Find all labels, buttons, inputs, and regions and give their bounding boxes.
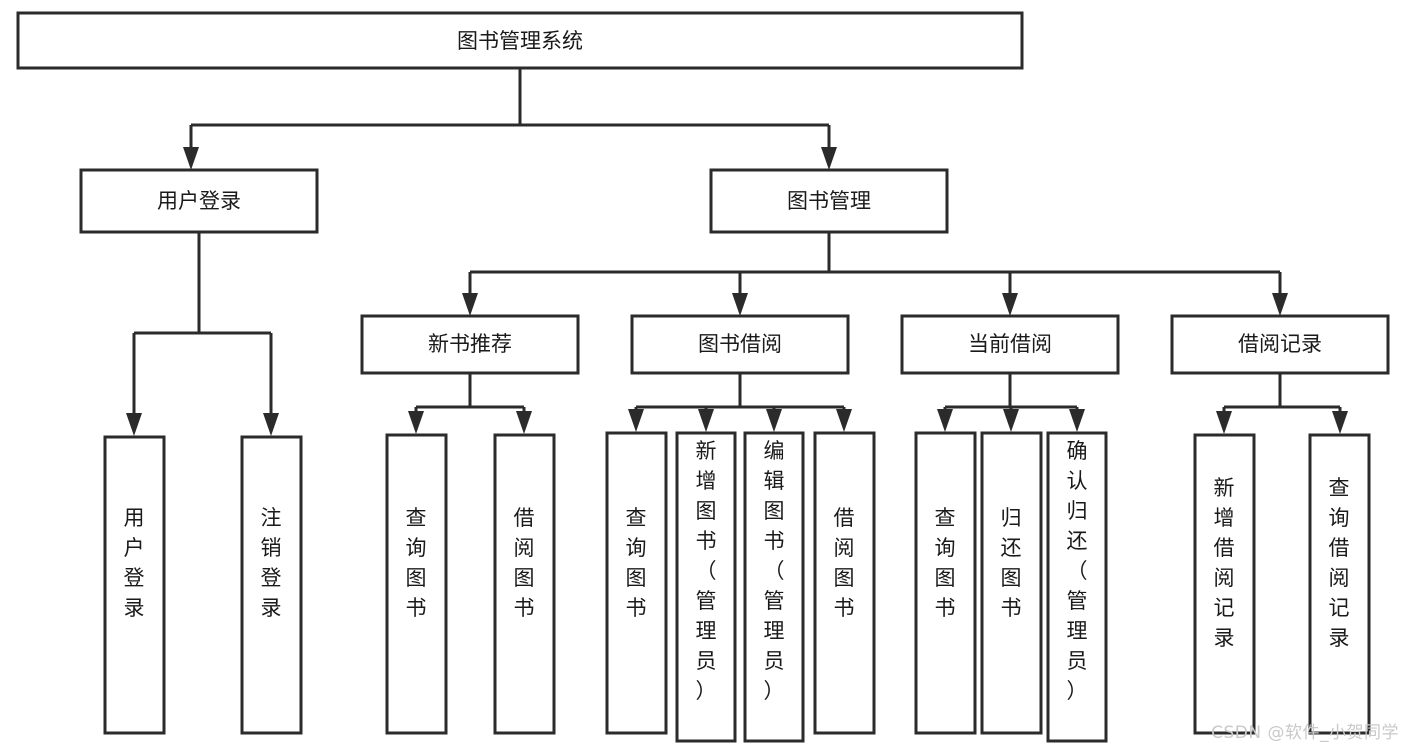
node-root[interactable]: 图书管理系统 [16, 11, 1024, 70]
leaf-user-login-box[interactable] [103, 435, 166, 735]
node-new-book-recommend-box[interactable] [360, 314, 580, 375]
leaf-record-query-label: 查询借阅记录 [1329, 476, 1350, 650]
arrow-head-userlogin [183, 147, 199, 170]
node-root-label: 图书管理系统 [457, 29, 583, 53]
node-new-book-recommend[interactable]: 新书推荐 [360, 314, 580, 375]
leaf-current-return-label: 归还图书 [1001, 506, 1022, 620]
leaf-logout-box[interactable] [240, 435, 303, 735]
arrow-head-currentborrow-leaf3 [1069, 409, 1085, 432]
arrow-head-bookborrow-leaf2 [698, 409, 714, 432]
leaf-record-query-box[interactable] [1308, 433, 1371, 735]
leaf-borrow-edit-label: 编辑图书（管理员） [764, 439, 785, 703]
node-user-login[interactable]: 用户登录 [79, 168, 319, 234]
arrow-head-currentborrow [1002, 293, 1018, 316]
leaf-borrow-do-box[interactable] [813, 431, 876, 735]
leaf-newbook-borrow-label: 借阅图书 [514, 506, 535, 620]
leaf-current-query-label: 查询图书 [935, 506, 956, 620]
leaf-node[interactable]: 查询图书 [385, 433, 448, 735]
leaf-node[interactable]: 新增图书（管理员） [675, 431, 737, 743]
node-user-login-label: 用户登录 [157, 189, 241, 213]
arrow-head-borrowrecord-leaf1 [1216, 411, 1232, 434]
arrow-head-newbook [462, 293, 478, 316]
leaf-record-add-label: 新增借阅记录 [1214, 476, 1235, 650]
node-borrow-record-label: 借阅记录 [1238, 332, 1322, 356]
leaf-node[interactable]: 查询图书 [605, 431, 668, 735]
arrow-head-bookmgmt [821, 147, 837, 170]
leaf-node[interactable]: 确认归还（管理员） [1046, 431, 1108, 743]
leaf-record-add-box[interactable] [1193, 433, 1256, 735]
leaf-node[interactable]: 新增借阅记录 [1193, 433, 1256, 735]
leaf-current-query-box[interactable] [914, 431, 977, 735]
connector-group-newbook [408, 373, 532, 434]
leaf-borrow-query-label: 查询图书 [626, 506, 647, 620]
leaf-node[interactable]: 查询借阅记录 [1308, 433, 1371, 735]
node-current-borrow-box[interactable] [900, 314, 1120, 375]
arrow-head-bookborrow-leaf1 [628, 409, 644, 432]
arrow-head-borrowrecord [1272, 293, 1288, 316]
arrow-head-borrowrecord-leaf2 [1332, 411, 1348, 434]
connector-group-currentborrow [937, 373, 1085, 432]
connector-group-bookmgmt [462, 232, 1288, 316]
leaf-newbook-borrow-box[interactable] [493, 433, 556, 735]
csdn-watermark: CSDN @软件_小贺同学 [1211, 723, 1399, 743]
arrow-head-userlogin-leaf1 [126, 413, 142, 436]
connector-group-root [183, 68, 837, 170]
leaf-logout-label: 注销登录 [261, 506, 282, 620]
node-book-management-label: 图书管理 [787, 189, 871, 213]
leaf-node[interactable]: 借阅图书 [493, 433, 556, 735]
leaf-node[interactable]: 归还图书 [980, 431, 1043, 735]
leaf-newbook-query-box[interactable] [385, 433, 448, 735]
arrow-head-newbook-leaf2 [516, 411, 532, 434]
node-current-borrow-label: 当前借阅 [968, 332, 1052, 356]
leaf-user-login-label: 用户登录 [124, 506, 145, 620]
node-new-book-recommend-label: 新书推荐 [428, 332, 512, 356]
arrow-head-userlogin-leaf2 [263, 413, 279, 436]
leaf-current-return-box[interactable] [980, 431, 1043, 735]
leaf-node[interactable]: 查询图书 [914, 431, 977, 735]
leaf-current-confirm-label: 确认归还（管理员） [1067, 439, 1088, 703]
leaf-node[interactable]: 借阅图书 [813, 431, 876, 735]
node-root-box[interactable] [16, 11, 1024, 70]
node-current-borrow[interactable]: 当前借阅 [900, 314, 1120, 375]
arrow-head-bookborrow [732, 293, 748, 316]
node-borrow-record-box[interactable] [1170, 314, 1390, 375]
arrow-head-currentborrow-leaf1 [937, 409, 953, 432]
leaf-borrow-add-label: 新增图书（管理员） [696, 439, 717, 703]
leaf-borrow-do-label: 借阅图书 [834, 506, 855, 620]
leaf-borrow-edit-box[interactable] [743, 431, 805, 743]
arrow-head-bookborrow-leaf3 [766, 409, 782, 432]
leaf-node[interactable]: 注销登录 [240, 435, 303, 735]
node-book-management[interactable]: 图书管理 [709, 168, 949, 234]
arrow-head-newbook-leaf1 [408, 411, 424, 434]
node-user-login-box[interactable] [79, 168, 319, 234]
leaf-node[interactable]: 编辑图书（管理员） [743, 431, 805, 743]
connector-group-bookborrow [628, 373, 852, 432]
leaf-borrow-add-box[interactable] [675, 431, 737, 743]
node-book-borrow[interactable]: 图书借阅 [630, 314, 850, 375]
node-book-borrow-label: 图书借阅 [698, 332, 782, 356]
leaf-borrow-query-box[interactable] [605, 431, 668, 735]
node-book-management-box[interactable] [709, 168, 949, 234]
node-borrow-record[interactable]: 借阅记录 [1170, 314, 1390, 375]
arrow-head-currentborrow-leaf2 [1003, 409, 1019, 432]
connector-group-userlogin [126, 232, 279, 436]
connector-group-borrowrecord [1216, 373, 1348, 434]
node-book-borrow-box[interactable] [630, 314, 850, 375]
leaf-newbook-query-label: 查询图书 [406, 506, 427, 620]
leaf-current-confirm-box[interactable] [1046, 431, 1108, 743]
arrow-head-bookborrow-leaf4 [836, 409, 852, 432]
leaf-node[interactable]: 用户登录 [103, 435, 166, 735]
